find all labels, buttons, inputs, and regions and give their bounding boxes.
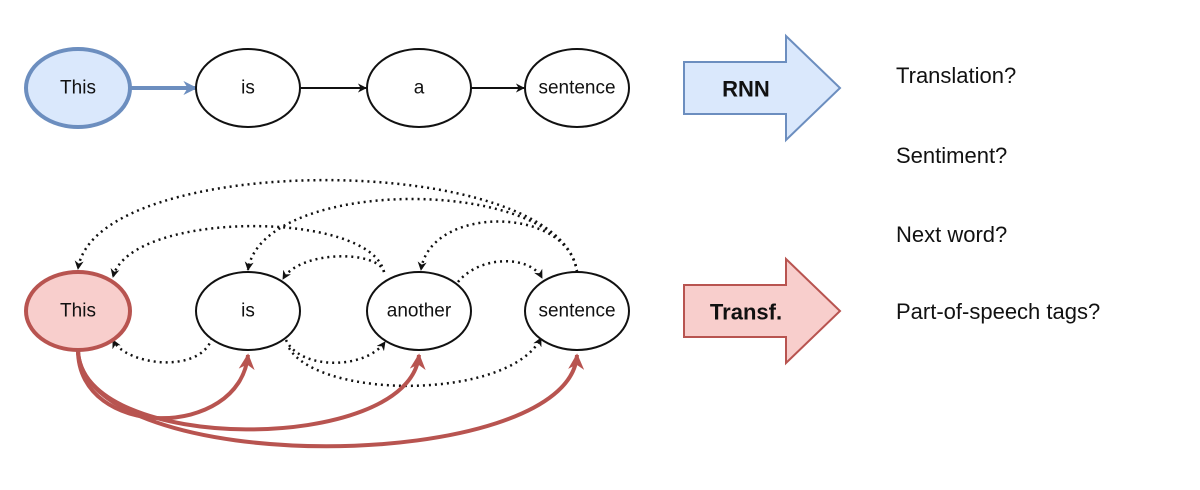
attention-red-edges [76, 349, 585, 449]
red-this-to-sentence [76, 349, 585, 449]
rnn-node-this [24, 47, 132, 129]
rnn-block-arrow-label: RNN [722, 77, 770, 102]
transf-block-arrow: Transf. [683, 256, 842, 366]
task-pos-tags: Part-of-speech tags? [896, 299, 1101, 324]
rnn-node-a [366, 48, 472, 128]
rnn-node-this-label: This [60, 78, 96, 99]
task-sentiment: Sentiment? [896, 143, 1008, 168]
rnn-block-arrow: RNN [683, 33, 842, 143]
attn-is-to-another [284, 339, 387, 364]
rnn-block-arrow-shape [683, 33, 842, 143]
attn-another-to-this [110, 224, 386, 278]
transformer-sequence: This is another sentence [24, 270, 630, 352]
rnn-node-a-label: a [414, 78, 425, 99]
attention-dotted-edges [74, 178, 579, 387]
rnn-node-sentence [524, 48, 630, 128]
task-next-word: Next word? [896, 222, 1008, 247]
rnn-sequence: This is a sentence [24, 47, 630, 129]
attn-is-to-this [111, 337, 214, 364]
attn-another-to-is [281, 255, 386, 280]
attn-sentence-to-is [244, 197, 579, 273]
red-this-to-is [76, 349, 255, 421]
task-translation: Translation? [896, 63, 1017, 88]
transf-node-is [195, 271, 301, 351]
transf-node-another-label: another [387, 301, 452, 322]
attn-sentence-to-another [417, 220, 579, 273]
attn-is-to-sentence [287, 337, 543, 387]
rnn-node-is [195, 48, 301, 128]
transf-block-arrow-label: Transf. [710, 300, 782, 325]
rnn-node-sentence-label: sentence [538, 78, 615, 99]
transf-node-sentence-label: sentence [538, 301, 615, 322]
transf-node-this-label: This [60, 301, 96, 322]
attn-another-to-sentence [457, 260, 544, 283]
transf-node-another [366, 271, 472, 351]
rnn-node-is-label: is [241, 78, 255, 99]
transf-node-sentence [524, 271, 630, 351]
transf-node-this [24, 270, 132, 352]
transf-block-arrow-shape [683, 256, 842, 366]
transf-node-is-label: is [241, 301, 255, 322]
